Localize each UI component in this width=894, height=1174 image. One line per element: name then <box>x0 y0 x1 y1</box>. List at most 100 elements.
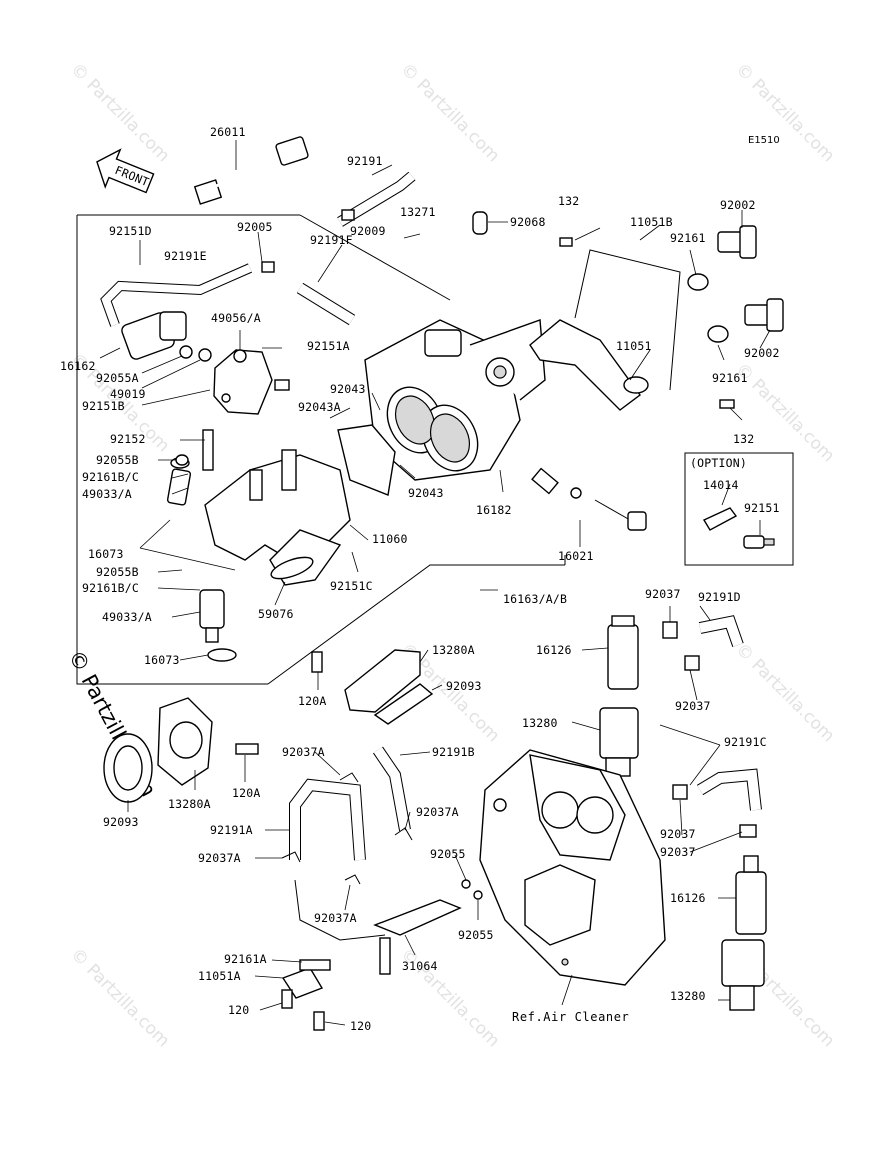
injector-49033-bot <box>199 589 237 662</box>
part-label: 132 <box>558 194 579 208</box>
pump-16126-top <box>599 615 639 777</box>
oring-92055B <box>175 454 189 466</box>
part-label: 92037A <box>282 745 325 759</box>
part-label: 92151 <box>744 501 780 515</box>
oring-92055-b <box>473 890 483 900</box>
part-label: 92191B <box>432 745 475 759</box>
clamp-92037-d <box>739 824 757 838</box>
part-label: 120 <box>350 1019 371 1033</box>
part-label: 120 <box>228 1003 249 1017</box>
part-label: 92005 <box>237 220 273 234</box>
hose-92191E <box>100 263 253 327</box>
part-label: 92151A <box>307 339 350 353</box>
part-label: 92161 <box>712 371 748 385</box>
part-label: 92037A <box>314 911 357 925</box>
part-label: 11051A <box>198 969 241 983</box>
watermark: © Partzilla.com <box>731 639 838 746</box>
part-label: 49019 <box>110 387 146 401</box>
bolt-92002-bot <box>744 298 784 332</box>
pipe-92152 <box>202 429 214 471</box>
fuel-line <box>294 879 386 941</box>
part-label: 92161A <box>224 952 267 966</box>
part-label: 16162 <box>60 359 96 373</box>
frame-left <box>76 215 268 685</box>
intake-manifold <box>204 449 351 586</box>
part-label: 92068 <box>510 215 546 229</box>
watermark: © Partzilla.com <box>396 59 503 166</box>
part-label: 11051 <box>616 339 652 353</box>
part-label: 92009 <box>350 224 386 238</box>
washer-92161-b <box>707 325 729 343</box>
oring-92055 <box>461 879 471 889</box>
part-label: 11060 <box>372 532 408 546</box>
part-label: 92151D <box>109 224 152 238</box>
air-cleaner-plate <box>479 749 666 986</box>
part-label: 92043 <box>408 486 444 500</box>
part-label: 14014 <box>703 478 739 492</box>
wire-harness-26011 <box>193 136 309 205</box>
part-label: 16126 <box>536 643 572 657</box>
part-label: 92151B <box>82 399 125 413</box>
part-label: 16126 <box>670 891 706 905</box>
clamp-92037-b <box>684 655 700 671</box>
part-label: 59076 <box>258 607 294 621</box>
part-label: 92161B/C <box>82 470 139 484</box>
part-label: 13280 <box>670 989 706 1003</box>
pump-16126-bot <box>721 855 767 1011</box>
part-label: 92043 <box>330 382 366 396</box>
frame-bottom-diag <box>267 564 565 685</box>
option-label: (OPTION) <box>690 456 747 470</box>
part-label: 92037A <box>416 805 459 819</box>
part-label: 92037 <box>675 699 711 713</box>
part-label: 13280 <box>522 716 558 730</box>
hose-92191B <box>373 746 411 832</box>
part-label: 26011 <box>210 125 246 139</box>
part-label: 16021 <box>558 549 594 563</box>
part-label: 11051B <box>630 215 673 229</box>
flange-13280A-bot <box>157 697 259 786</box>
part-label: 92055B <box>96 453 139 467</box>
rail-31064 <box>373 899 462 975</box>
clamps-92037A <box>281 772 413 885</box>
part-label: 92191F <box>310 233 353 247</box>
hose-92191A <box>289 778 366 861</box>
bolt-132-b <box>719 399 735 409</box>
part-label: 92055B <box>96 565 139 579</box>
part-label: 92191D <box>698 590 741 604</box>
part-label: 92037A <box>198 851 241 865</box>
valve-49056 <box>213 349 290 415</box>
part-label: 92191E <box>164 249 207 263</box>
part-label: 16073 <box>88 547 124 561</box>
bolt-120 <box>281 989 293 1009</box>
watermark: © Partzilla.com <box>66 944 173 1051</box>
washer-92161 <box>687 273 709 291</box>
throttle-body <box>364 319 546 481</box>
part-label: 120A <box>232 786 261 800</box>
fitting <box>341 209 355 221</box>
part-label: 49033/A <box>82 487 132 501</box>
part-label: 92055 <box>430 847 466 861</box>
part-label: 92151C <box>330 579 373 593</box>
hose-92191 <box>337 171 416 227</box>
clamp-92037 <box>662 621 678 639</box>
part-label: 120A <box>298 694 327 708</box>
idle-screw-16021 <box>531 467 647 531</box>
sensor-16162 <box>121 311 212 362</box>
hose-92191F <box>296 282 356 326</box>
gasket-11060 <box>337 424 396 496</box>
fitting-92005 <box>261 261 275 273</box>
part-label: 92191A <box>210 823 253 837</box>
frame-top-diag <box>299 214 451 301</box>
part-label: 92093 <box>446 679 482 693</box>
clamp-92037-c <box>672 784 688 800</box>
part-label: 16073 <box>144 653 180 667</box>
part-label: 13271 <box>400 205 436 219</box>
part-label: 92037 <box>660 827 696 841</box>
part-label: 92161 <box>670 231 706 245</box>
part-label: 92037 <box>645 587 681 601</box>
cap-92068 <box>472 211 488 235</box>
reference-note: Ref.Air Cleaner <box>512 1010 629 1024</box>
bracket-11051B <box>529 249 681 411</box>
